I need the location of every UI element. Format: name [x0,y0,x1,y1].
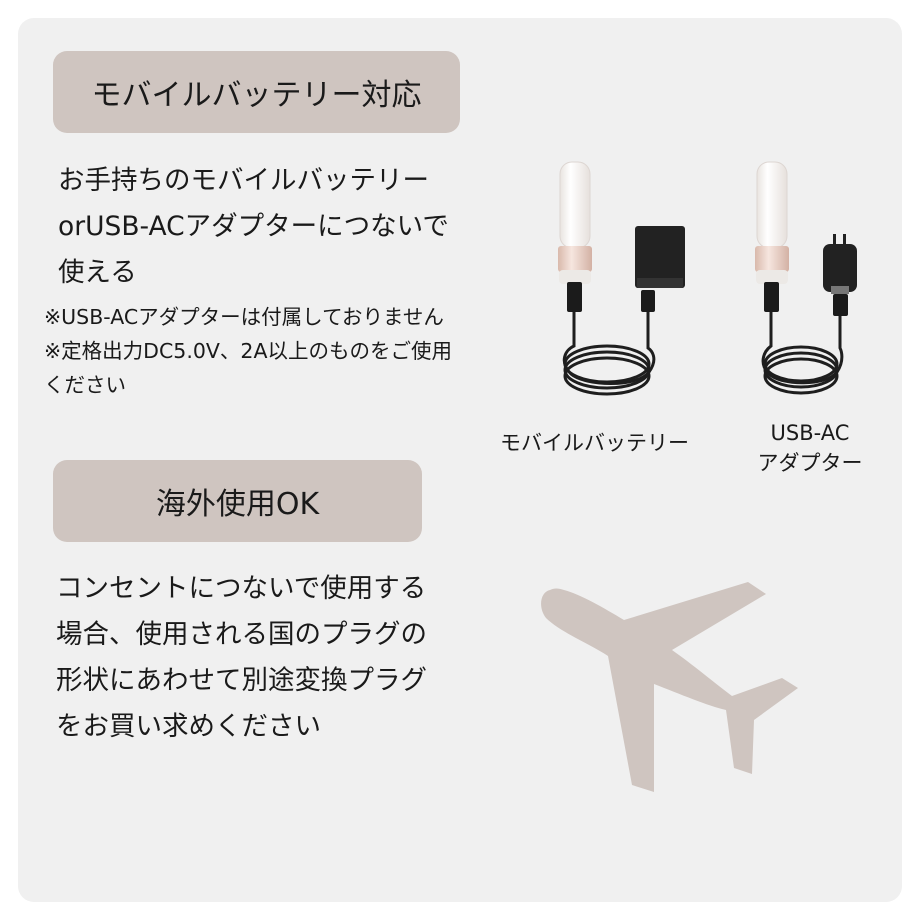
usb-ac-adapter-connection-icon [755,161,857,395]
mobile-battery-notes: ※USB-ACアダプターは付属しておりません ※定格出力DC5.0V、2A以上の… [44,300,452,402]
caption-line: USB-AC [770,421,850,445]
overseas-use-heading: 海外使用OK [53,460,422,542]
note-line: ください [44,373,126,397]
text-line: 形状にあわせて別途変換プラグ [56,665,427,696]
text-line: お手持ちのモバイルバッテリー [58,165,429,196]
airplane-icon [541,582,798,792]
mobile-battery-description: お手持ちのモバイルバッテリー orUSB-ACアダプターにつないで 使える [58,158,449,296]
note-line: ※USB-ACアダプターは付属しておりません [44,305,444,329]
caption-line: モバイルバッテリー [500,431,689,455]
text-line: orUSB-ACアダプターにつないで [58,211,449,242]
text-line: 使える [58,257,137,288]
note-line: ※定格出力DC5.0V、2A以上のものをご使用 [44,339,452,363]
mobile-battery-connection-icon [558,161,685,396]
usb-ac-adapter-caption: USB-AC アダプター [740,418,880,478]
text-line: コンセントにつないで使用する [56,573,427,604]
caption-line: アダプター [757,451,863,475]
heading-text: モバイルバッテリー対応 [91,78,422,113]
mobile-battery-caption: モバイルバッテリー [500,428,689,458]
text-line: 場合、使用される国のプラグの [56,619,427,650]
text-line: をお買い求めください [56,711,321,742]
overseas-use-description: コンセントにつないで使用する 場合、使用される国のプラグの 形状にあわせて別途変… [56,566,427,750]
mobile-battery-heading: モバイルバッテリー対応 [53,51,460,133]
heading-text: 海外使用OK [155,487,320,522]
